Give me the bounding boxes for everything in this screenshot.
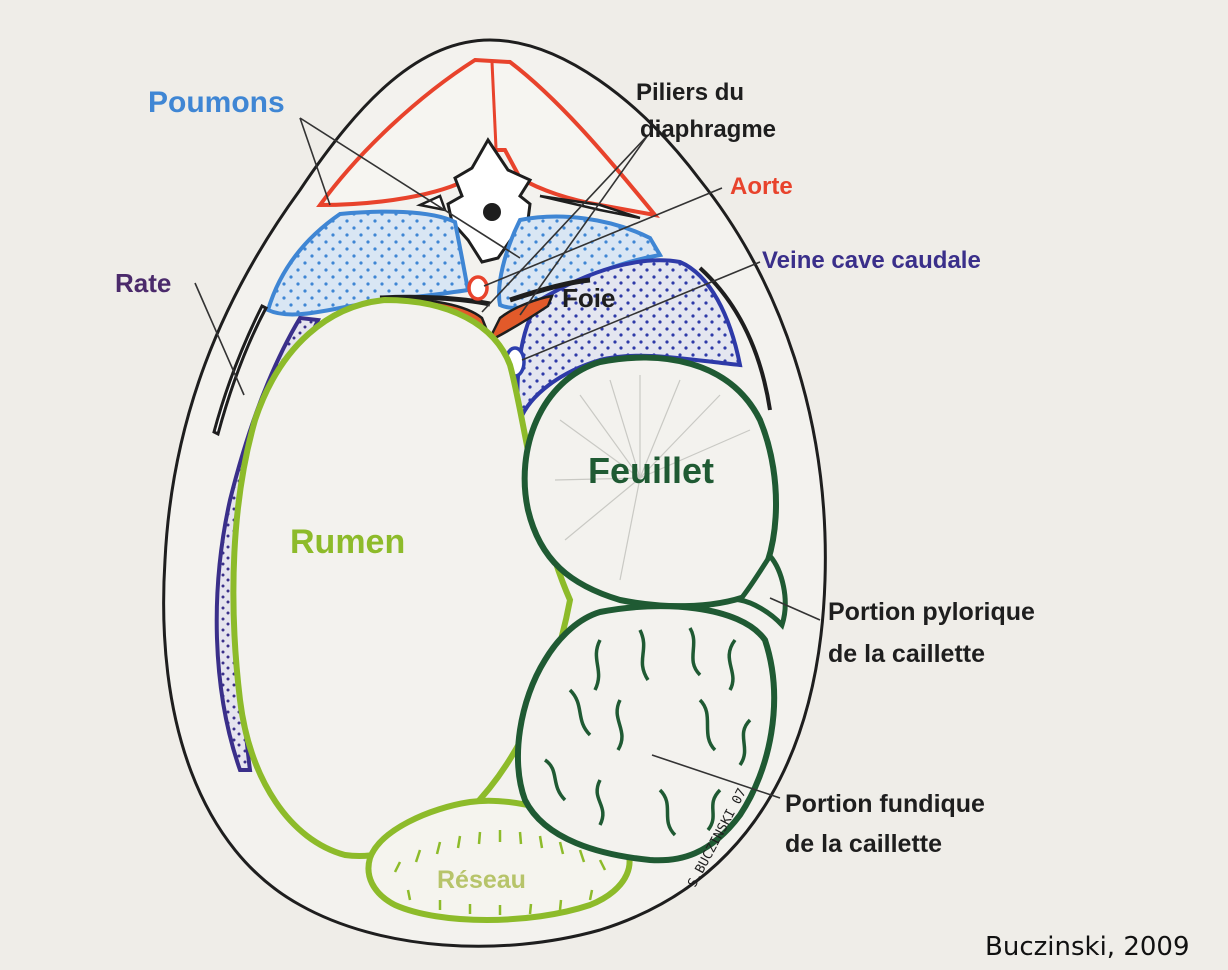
label-poumons: Poumons [148, 86, 285, 119]
label-piliers-line1: Piliers du [636, 79, 744, 106]
label-pylorique-line2: de la caillette [828, 640, 985, 668]
label-pylorique-line1: Portion pylorique [828, 598, 1035, 626]
label-fundique-line2: de la caillette [785, 830, 942, 858]
label-rate: Rate [115, 268, 171, 298]
label-rumen: Rumen [290, 523, 405, 561]
label-feuillet: Feuillet [588, 450, 714, 491]
label-foie: Foie [562, 283, 615, 313]
label-fundique-line1: Portion fundique [785, 790, 985, 818]
label-reseau: Réseau [437, 866, 526, 894]
label-veine-cave: Veine cave caudale [762, 247, 981, 274]
label-aorte: Aorte [730, 173, 793, 200]
credit-text: Buczinski, 2009 [985, 932, 1189, 962]
label-piliers-line2: diaphragme [640, 116, 776, 143]
spinal-canal [483, 203, 501, 221]
fundic-abomasum [518, 606, 774, 860]
aorta [469, 277, 487, 299]
